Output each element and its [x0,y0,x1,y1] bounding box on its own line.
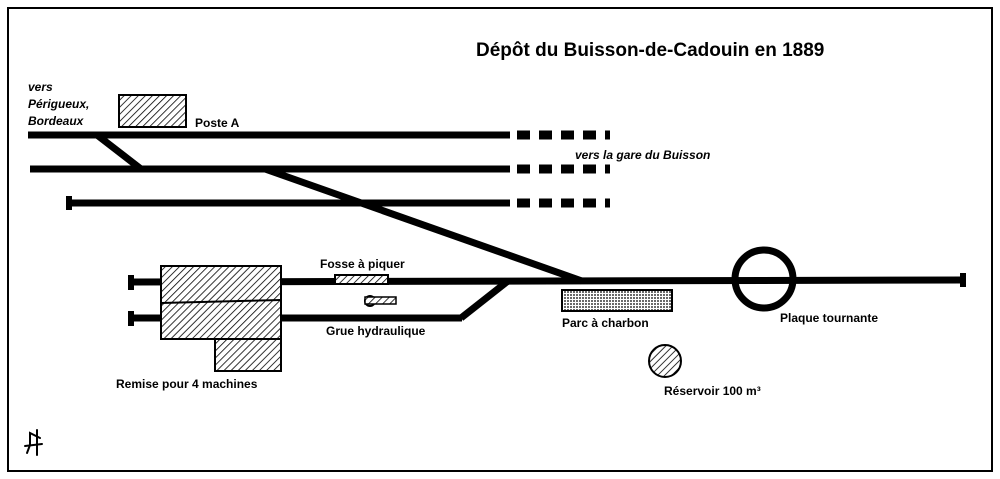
diagram-border [7,7,993,472]
diagram-title: Dépôt du Buisson-de-Cadouin en 1889 [476,40,824,61]
water-crane-icon [364,295,397,307]
depot-track-2-link [458,278,511,321]
label-grue: Grue hydraulique [326,324,426,338]
turntable [731,246,797,312]
buffer-stop-track-3 [66,196,72,210]
poste-a-building [118,94,187,128]
inspection-pit [334,274,389,285]
crossover-1-2 [94,132,144,172]
water-tank [648,344,682,378]
diagonal-to-depot [263,165,584,285]
label-reservoir: Réservoir 100 m³ [664,384,761,398]
label-fosse: Fosse à piquer [320,257,405,271]
label-remise: Remise pour 4 machines [116,377,258,391]
buffer-stop-depot-2 [128,311,134,326]
dashed-continuations [517,130,610,208]
label-to-perigueux-2: Périgueux, [28,97,89,111]
buffer-stop-east [960,273,966,287]
labels: vers Périgueux, Bordeaux Poste A vers la… [28,80,878,398]
engine-shed [160,265,282,372]
main-tracks [28,131,584,285]
label-to-perigueux-3: Bordeaux [28,114,85,128]
label-parc: Parc à charbon [562,316,649,330]
buffer-stop-depot-1 [128,275,134,290]
label-poste-a: Poste A [195,116,240,130]
label-to-perigueux-1: vers [28,80,53,94]
author-signature [24,429,43,456]
label-plaque: Plaque tournante [780,311,878,325]
coal-yard [561,289,673,312]
label-to-station: vers la gare du Buisson [575,148,710,162]
